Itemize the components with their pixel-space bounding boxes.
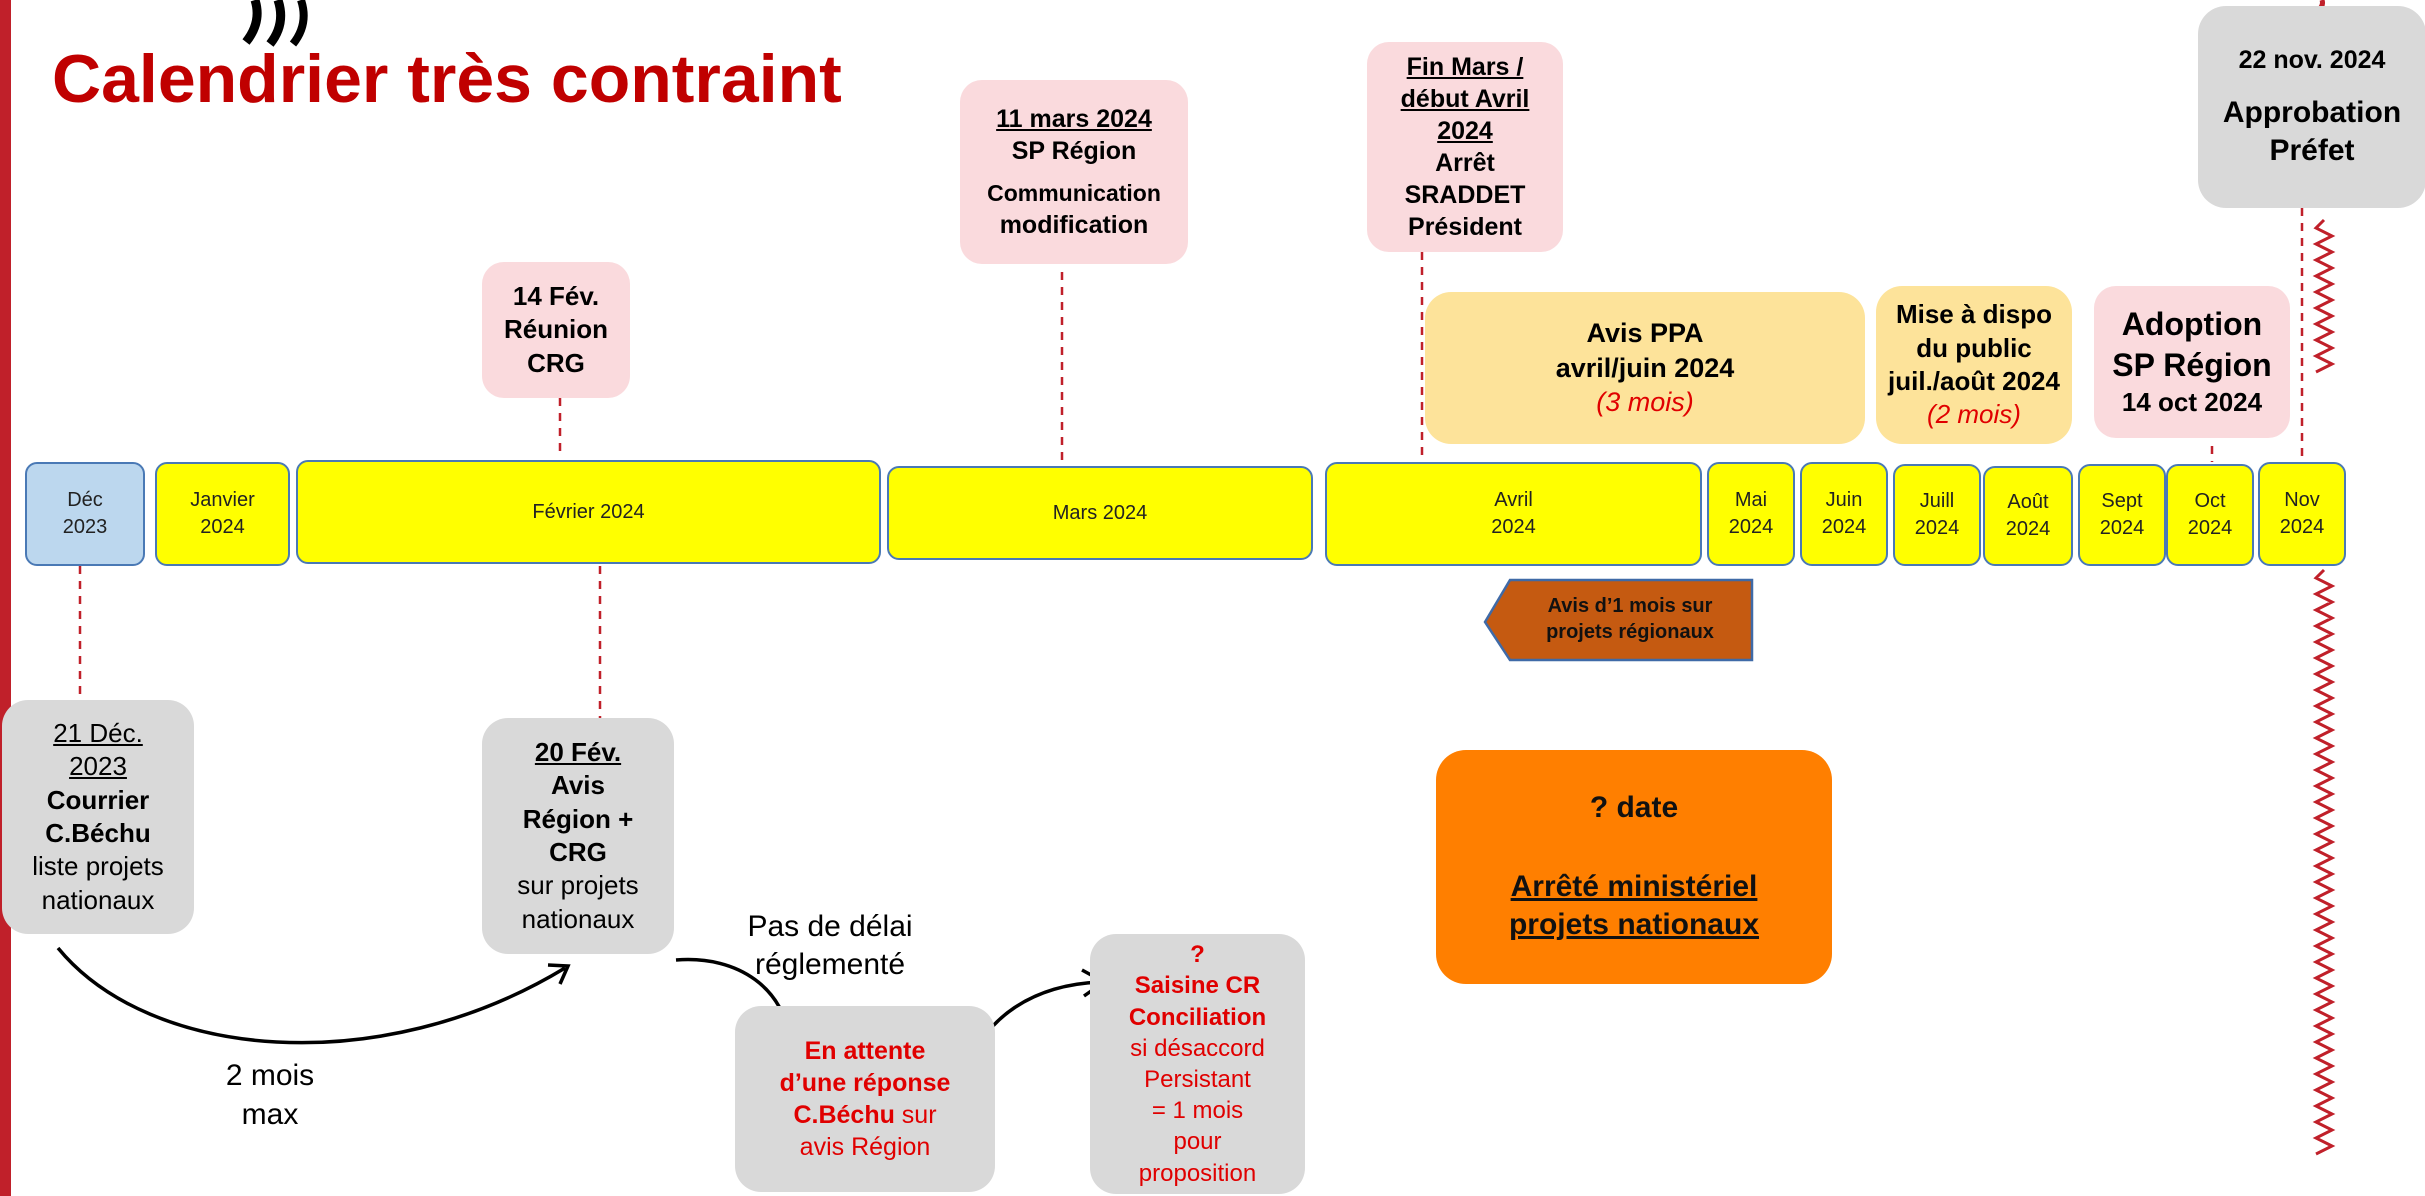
month-aout-2024: Août 2024 [1983, 466, 2073, 566]
event-attente-l1: En attente [804, 1037, 926, 1065]
event-saisine-l6: = 1 mois [1151, 1097, 1244, 1125]
event-attente-l2: d’une réponse [779, 1069, 951, 1097]
event-fin-mars-l6: Président [1408, 213, 1522, 241]
event-14-fev-l1: 14 Fév. [512, 281, 600, 312]
event-11-mars-date: 11 mars 2024 [996, 105, 1152, 134]
event-21-dec-d2: 2023 [69, 751, 127, 782]
event-saisine-l2: Saisine CR [1134, 972, 1261, 1000]
event-20-fev-l2: Avis [551, 770, 605, 801]
month-fevrier-2024: Février 2024 [296, 460, 881, 564]
month-juill-2024: Juill 2024 [1893, 464, 1981, 566]
page-title: Calendrier très contraint [52, 41, 842, 117]
event-11-mars-l3: Communication [987, 180, 1161, 207]
label-pas-delai-l2: réglementé [754, 947, 906, 981]
event-saisine-l5: Persistant [1144, 1066, 1251, 1093]
month-juin-2024: Juin 2024 [1800, 462, 1888, 566]
event-saisine-l3: Conciliation [1128, 1003, 1267, 1031]
event-avis-1-mois-l2: projets régionaux [1546, 621, 1714, 643]
event-fin-mars-d2: début Avril [1400, 85, 1530, 113]
event-arrete-l2: Arrêté ministériel [1510, 869, 1758, 903]
event-22-nov: 22 nov. 2024 Approbation Préfet [2198, 6, 2425, 208]
event-20-fev: 20 Fév. Avis Région + CRG sur projets na… [482, 718, 674, 954]
event-attente-l3a: C.Béchu [793, 1101, 895, 1129]
event-fin-mars-d3: 2024 [1437, 117, 1493, 145]
label-2-mois-max: 2 mois max [200, 1056, 340, 1134]
event-saisine-l1: ? [1190, 941, 1205, 969]
event-21-dec-l4: C.Béchu [45, 818, 151, 848]
event-avis-ppa-note: (3 mois) [1596, 387, 1694, 418]
event-21-dec: 21 Déc. 2023 Courrier C.Béchu liste proj… [2, 700, 194, 934]
event-en-attente: En attente d’une réponse C.Béchu sur avi… [735, 1006, 995, 1192]
event-21-dec-d1: 21 Déc. [53, 718, 143, 749]
event-arrete-l1: ? date [1589, 791, 1679, 825]
label-pas-delai-l1: Pas de délai [747, 910, 913, 943]
event-avis-ppa-l1: Avis PPA [1586, 318, 1704, 349]
month-sept-2024: Sept 2024 [2078, 464, 2166, 566]
event-22-nov-l3: Préfet [2269, 134, 2355, 167]
event-20-fev-l5: sur projets [517, 870, 639, 901]
month-mai-2024: Mai 2024 [1707, 462, 1795, 566]
event-dispo-l2: du public [1916, 332, 2032, 363]
event-fin-mars: Fin Mars / début Avril 2024 Arrêt SRADDE… [1367, 42, 1563, 252]
event-11-mars-l2: SP Région [1011, 137, 1137, 166]
event-adoption-l1: Adoption [2121, 306, 2263, 343]
label-pas-de-delai: Pas de délai réglementé [720, 908, 940, 983]
event-adoption: Adoption SP Région 14 oct 2024 [2094, 286, 2290, 438]
event-arrete-ministeriel: ? date Arrêté ministériel projets nation… [1436, 750, 1832, 984]
zigzag-upper [2312, 218, 2336, 374]
event-21-dec-l6: nationaux [41, 884, 155, 915]
month-dec-2023: Déc 2023 [25, 462, 145, 566]
event-20-fev-l6: nationaux [521, 903, 635, 934]
event-22-nov-date: 22 nov. 2024 [2238, 45, 2386, 74]
event-saisine-l7: pour [1173, 1128, 1222, 1156]
event-11-mars-l4: modification [999, 210, 1149, 239]
month-nov-2024: Nov 2024 [2258, 462, 2346, 566]
left-accent-bar [0, 0, 11, 1196]
event-mise-a-dispo: Mise à dispo du public juil./août 2024 (… [1876, 286, 2072, 444]
event-14-fev-l3: CRG [527, 347, 585, 378]
label-max: max [241, 1098, 299, 1131]
event-dispo-l3: juil./août 2024 [1888, 366, 2060, 396]
event-avis-ppa: Avis PPA avril/juin 2024 (3 mois) [1425, 292, 1865, 444]
event-fin-mars-l5: SRADDET [1404, 181, 1526, 209]
event-14-fev: 14 Fév. Réunion CRG [482, 262, 630, 398]
event-14-fev-l2: Réunion [504, 314, 608, 345]
event-attente-l4: avis Région [799, 1133, 931, 1161]
month-mars-2024: Mars 2024 [887, 466, 1313, 560]
event-avis-ppa-l2: avril/juin 2024 [1555, 352, 1735, 383]
event-fin-mars-d1: Fin Mars / [1406, 53, 1524, 81]
event-dispo-note: (2 mois) [1927, 399, 2021, 430]
event-avis-1-mois-l1: Avis d’1 mois sur [1547, 595, 1713, 618]
month-avril-2024: Avril 2024 [1325, 462, 1702, 566]
month-janvier-2024: Janvier 2024 [155, 462, 290, 566]
event-adoption-l3: 14 oct 2024 [2121, 387, 2263, 418]
event-saisine-l4: si désaccord [1130, 1034, 1265, 1062]
event-saisine-l8: proposition [1138, 1159, 1257, 1187]
event-20-fev-date: 20 Fév. [534, 737, 622, 768]
event-saisine: ? Saisine CR Conciliation si désaccord P… [1090, 934, 1305, 1194]
event-22-nov-l2: Approbation [2222, 95, 2402, 129]
event-attente-l3b: sur [894, 1101, 937, 1129]
event-20-fev-l4: CRG [549, 837, 607, 867]
event-dispo-l1: Mise à dispo [1895, 299, 2053, 330]
event-20-fev-l3: Région + [522, 803, 634, 834]
event-21-dec-l5: liste projets [32, 851, 164, 882]
event-11-mars: 11 mars 2024 SP Région Communication mod… [960, 80, 1188, 264]
event-arrete-l3: projets nationaux [1508, 908, 1760, 942]
event-avis-1-mois: Avis d’1 mois sur projets régionaux [1510, 582, 1750, 658]
event-21-dec-l3: Courrier [46, 784, 150, 815]
event-adoption-l2: SP Région [2112, 347, 2272, 384]
zigzag-lower [2312, 568, 2336, 1156]
event-fin-mars-l4: Arrêt [1435, 149, 1495, 177]
label-2-mois: 2 mois [225, 1059, 315, 1092]
month-oct-2024: Oct 2024 [2166, 464, 2254, 566]
